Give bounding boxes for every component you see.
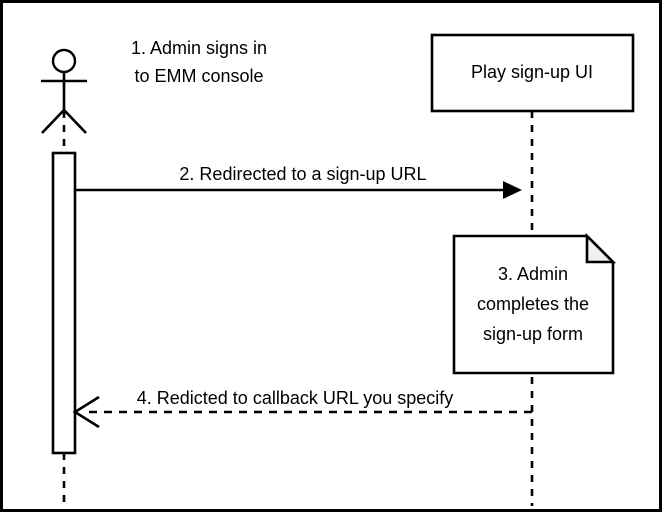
participant-label-play-signup-ui: Play sign-up UI (471, 62, 593, 82)
participant-box-play-signup-ui[interactable] (430, 33, 635, 113)
message-4-arrow[interactable] (72, 395, 532, 429)
step-1-line-2: to EMM console (134, 66, 263, 86)
step-1-annotation: 1. Admin signs in to EMM console (131, 38, 267, 86)
admin-activation-bar (51, 151, 77, 455)
message-4-label: 4. Redicted to callback URL you specify (137, 388, 454, 408)
message-2-label: 2. Redirected to a sign-up URL (179, 164, 426, 184)
note-line-3: sign-up form (483, 324, 583, 344)
note-line-2: completes the (477, 294, 589, 314)
note-line-1: 3. Admin (498, 264, 568, 284)
message-4-arrowhead-open (72, 395, 100, 429)
actor-head-icon (51, 48, 77, 74)
message-2-arrow[interactable] (75, 181, 522, 199)
note-folded-corner-shape (585, 232, 617, 264)
actor-leg-right-line (63, 109, 87, 134)
note-step-3[interactable] (452, 232, 617, 375)
step-1-line-1: 1. Admin signs in (131, 38, 267, 58)
note-step-3-text: 3. Admin completes the sign-up form (477, 264, 589, 344)
diagram-svg: 1. Admin signs in to EMM console Play si… (41, 33, 635, 506)
message-2-arrowhead-filled (503, 181, 522, 199)
admin-actor[interactable] (41, 48, 87, 134)
actor-leg-left-line (41, 109, 65, 134)
note-body-shape (452, 234, 615, 375)
